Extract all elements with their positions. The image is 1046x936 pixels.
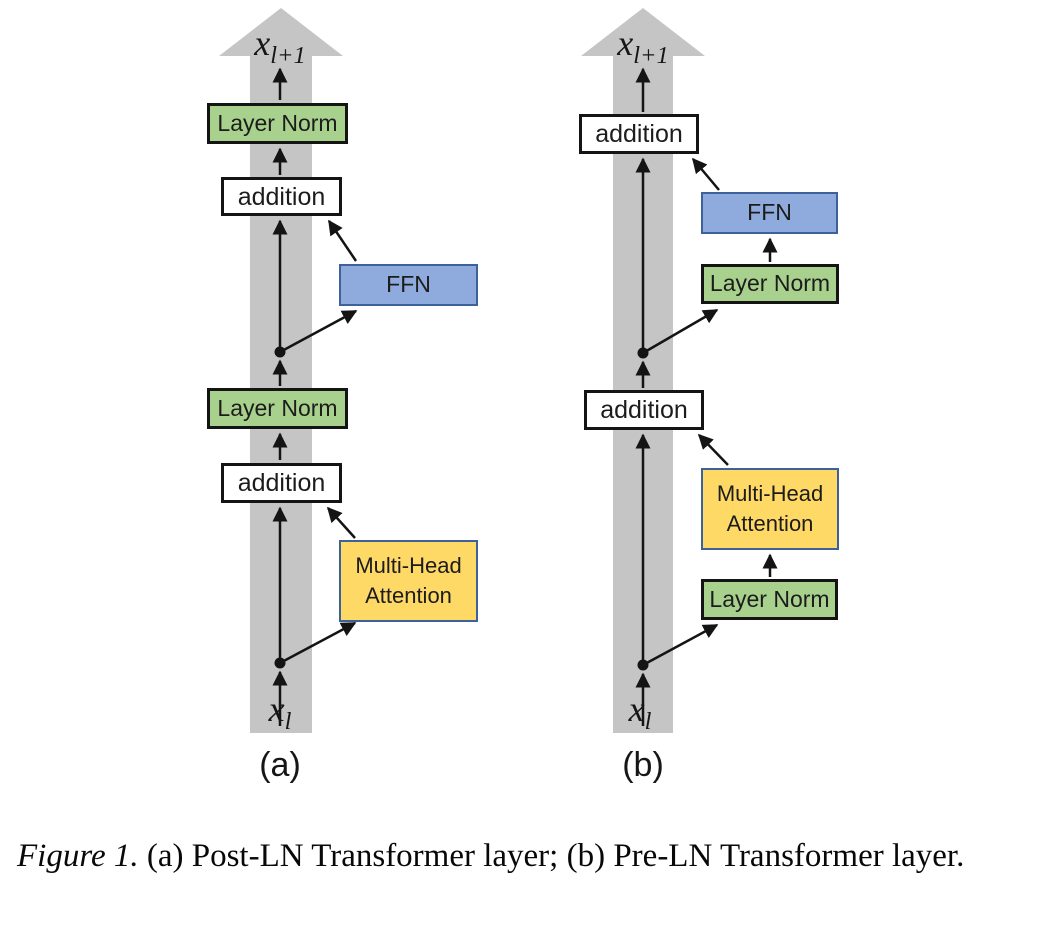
branch-dot bbox=[274, 657, 286, 669]
output-label-b: xl+1 bbox=[568, 22, 718, 68]
math-base: x bbox=[254, 23, 271, 63]
figure-caption: Figure 1. (a) Post-LN Transformer layer;… bbox=[17, 835, 1046, 878]
branch-dot bbox=[637, 659, 649, 671]
math-base: x bbox=[628, 689, 645, 729]
panel-a-label: (a) bbox=[259, 746, 301, 784]
layer-norm-box-b-upper: Layer Norm bbox=[701, 264, 839, 304]
connector-line bbox=[327, 219, 358, 262]
connector-line bbox=[642, 308, 719, 355]
connector-line bbox=[279, 621, 357, 665]
math-base: x bbox=[268, 689, 285, 729]
caption-number: Figure 1. bbox=[17, 838, 139, 874]
ffn-box-b: FFN bbox=[701, 192, 838, 234]
branch-dot bbox=[637, 347, 649, 359]
connector-line bbox=[279, 309, 358, 354]
output-label-a: xl+1 bbox=[205, 22, 355, 68]
addition-box-b-top: addition bbox=[579, 114, 699, 154]
layer-norm-box-b-lower: Layer Norm bbox=[701, 579, 838, 620]
addition-box-a-top: addition bbox=[221, 177, 342, 216]
input-label-a: xl bbox=[230, 688, 330, 734]
connector-line bbox=[697, 433, 729, 466]
addition-box-b-mid: addition bbox=[584, 390, 704, 430]
math-base: x bbox=[617, 23, 634, 63]
layer-norm-box-a-mid: Layer Norm bbox=[207, 388, 348, 429]
connector-line bbox=[692, 157, 720, 191]
layer-norm-box-a-top: Layer Norm bbox=[207, 103, 348, 144]
panel-b-label: (b) bbox=[622, 746, 664, 784]
multi-head-attention-box-a: Multi-Head Attention bbox=[339, 540, 478, 622]
branch-dot bbox=[274, 346, 286, 358]
connector-line bbox=[642, 623, 719, 667]
connector-line bbox=[326, 506, 356, 539]
input-label-b: xl bbox=[590, 688, 690, 734]
addition-box-a-bottom: addition bbox=[221, 463, 342, 503]
multi-head-attention-box-b: Multi-Head Attention bbox=[701, 468, 839, 550]
caption-text: (a) Post-LN Transformer layer; (b) Pre-L… bbox=[146, 838, 965, 874]
diagram-canvas bbox=[219, 8, 778, 733]
math-subscript: l+1 bbox=[633, 42, 669, 70]
ffn-box-a: FFN bbox=[339, 264, 478, 306]
math-subscript: l bbox=[644, 708, 652, 736]
math-subscript: l+1 bbox=[270, 42, 306, 70]
math-subscript: l bbox=[284, 708, 292, 736]
